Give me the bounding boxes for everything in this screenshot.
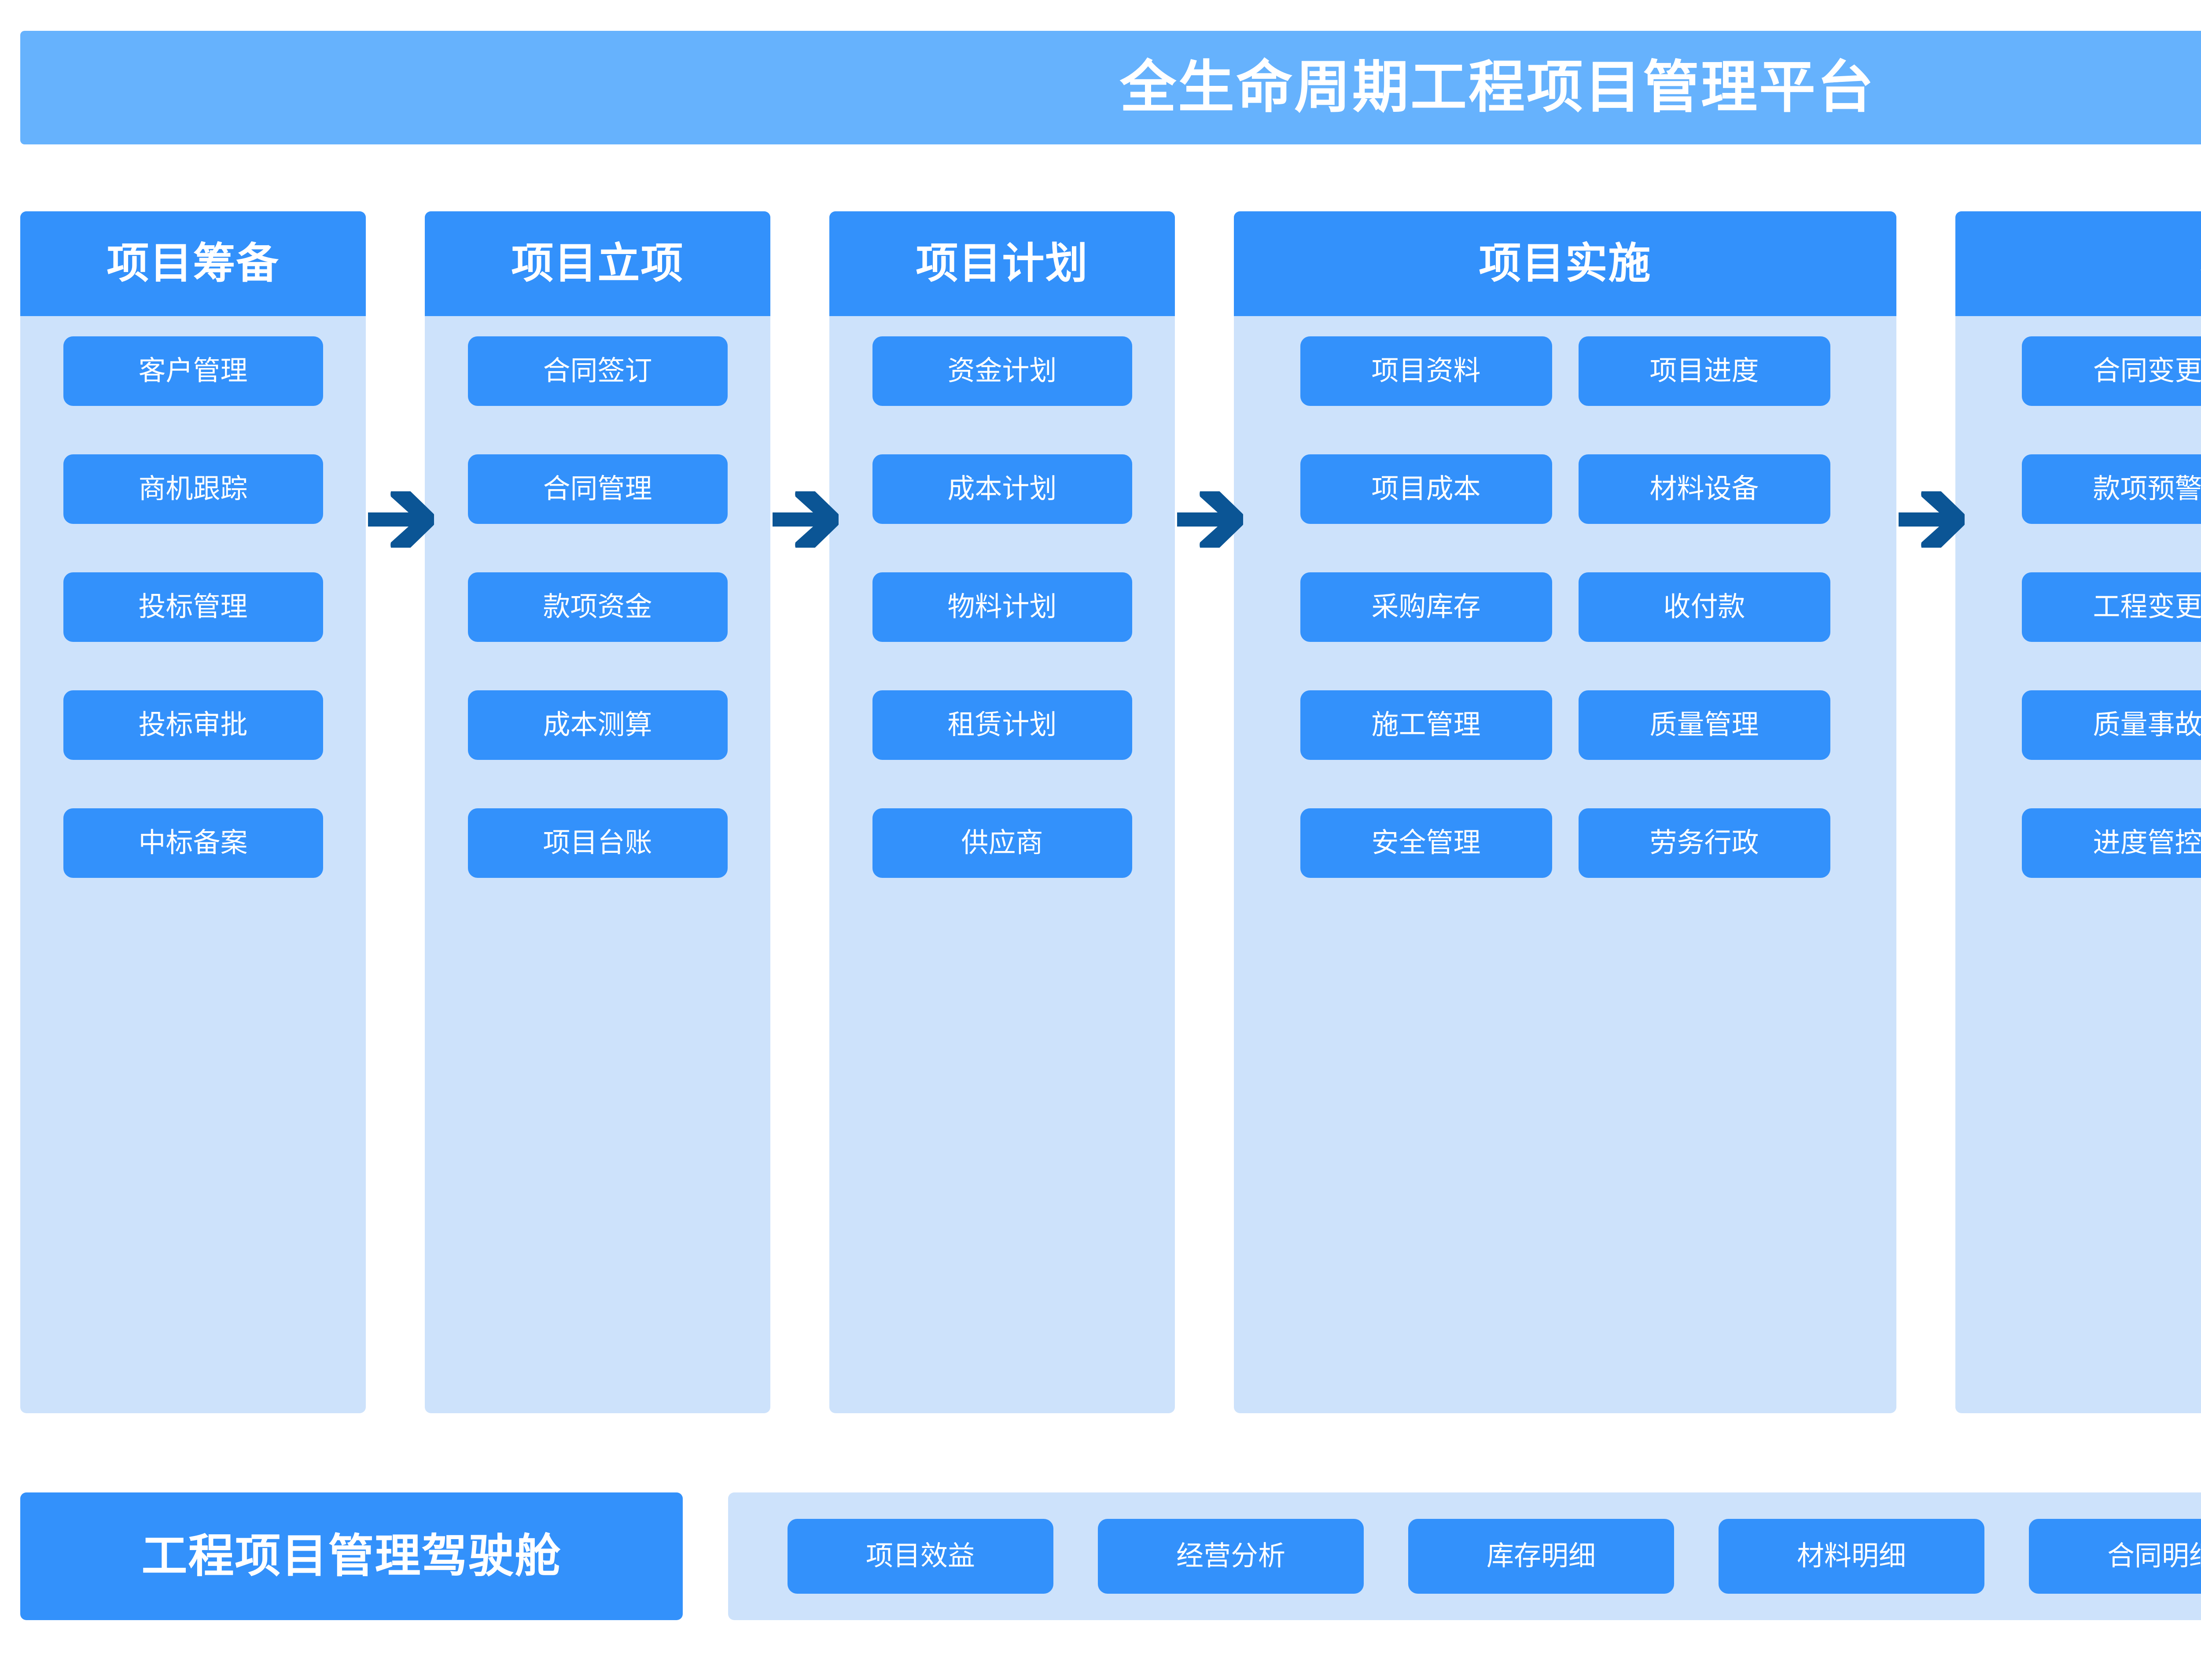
module-pill[interactable]: 投标审批	[63, 690, 323, 760]
phase-header-2: 项目立项	[425, 211, 770, 316]
phase-column-2[interactable]: 项目立项合同签订合同管理款项资金成本测算项目台账	[425, 211, 770, 1413]
cockpit-label-text: 工程项目管理驾驶舱	[141, 1531, 562, 1582]
phase-body-5: 合同变更款项预警工程变更质量事故进度管控库存预警款项提醒安全事故监管溯源安防监控	[1955, 316, 2201, 1413]
module-pill[interactable]: 材料设备	[1578, 454, 1830, 524]
arrow-right-icon	[1177, 491, 1243, 548]
phase-title: 项目立项	[511, 240, 684, 287]
module-pill[interactable]: 合同变更	[2021, 336, 2201, 406]
phase-column-5[interactable]: 项目风控合同变更款项预警工程变更质量事故进度管控库存预警款项提醒安全事故监管溯源…	[1955, 211, 2201, 1413]
module-pill[interactable]: 租赁计划	[872, 690, 1132, 760]
module-pill[interactable]: 投标管理	[63, 572, 323, 642]
cockpit-label-box: 工程项目管理驾驶舱	[20, 1492, 683, 1620]
module-pill[interactable]: 安全管理	[1300, 808, 1552, 878]
arrow-right-icon	[1899, 491, 1965, 548]
phase-title: 项目计划	[916, 240, 1089, 287]
module-pill[interactable]: 质量管理	[1578, 690, 1830, 760]
phase-subcolumn: 合同变更款项预警工程变更质量事故进度管控	[2021, 336, 2201, 1413]
cockpit-item[interactable]: 项目效益	[788, 1519, 1053, 1594]
arrow-right-icon	[368, 491, 434, 548]
module-pill[interactable]: 中标备案	[63, 808, 323, 878]
phase-header-3: 项目计划	[829, 211, 1175, 316]
phase-column-3[interactable]: 项目计划资金计划成本计划物料计划租赁计划供应商	[829, 211, 1175, 1413]
phase-header-4: 项目实施	[1234, 211, 1896, 316]
phase-subcolumn: 合同签订合同管理款项资金成本测算项目台账	[467, 336, 728, 1413]
module-pill[interactable]: 施工管理	[1300, 690, 1552, 760]
arrow-right-icon	[773, 491, 839, 548]
module-pill[interactable]: 劳务行政	[1578, 808, 1830, 878]
phase-header-5: 项目风控	[1955, 211, 2201, 316]
module-pill[interactable]: 项目台账	[467, 808, 728, 878]
phase-column-4[interactable]: 项目实施项目资料项目成本采购库存施工管理安全管理项目进度材料设备收付款质量管理劳…	[1234, 211, 1896, 1413]
module-pill[interactable]: 质量事故	[2021, 690, 2201, 760]
module-pill[interactable]: 合同签订	[467, 336, 728, 406]
module-pill[interactable]: 商机跟踪	[63, 454, 323, 524]
module-pill[interactable]: 项目成本	[1300, 454, 1552, 524]
module-pill[interactable]: 资金计划	[872, 336, 1132, 406]
module-pill[interactable]: 收付款	[1578, 572, 1830, 642]
phase-subcolumn: 项目进度材料设备收付款质量管理劳务行政	[1578, 336, 1830, 1413]
cockpit-items-panel: 项目效益经营分析库存明细材料明细合同明细成本明细进度明细	[728, 1492, 2201, 1620]
phase-subcolumn: 资金计划成本计划物料计划租赁计划供应商	[872, 336, 1132, 1413]
phase-body-2: 合同签订合同管理款项资金成本测算项目台账	[425, 316, 770, 1413]
phase-body-1: 客户管理商机跟踪投标管理投标审批中标备案	[20, 316, 366, 1413]
cockpit-bar: 工程项目管理驾驶舱 项目效益经营分析库存明细材料明细合同明细成本明细进度明细	[20, 1492, 2201, 1620]
module-pill[interactable]: 成本测算	[467, 690, 728, 760]
module-pill[interactable]: 供应商	[872, 808, 1132, 878]
cockpit-item[interactable]: 经营分析	[1098, 1519, 1364, 1594]
module-pill[interactable]: 项目进度	[1578, 336, 1830, 406]
phase-title: 项目实施	[1479, 240, 1652, 287]
page-title: 全生命周期工程项目管理平台	[1119, 56, 1875, 119]
phase-title: 项目筹备	[107, 240, 280, 287]
phase-column-1[interactable]: 项目筹备客户管理商机跟踪投标管理投标审批中标备案	[20, 211, 366, 1413]
cockpit-item[interactable]: 合同明细	[2029, 1519, 2201, 1594]
module-pill[interactable]: 项目资料	[1300, 336, 1552, 406]
module-pill[interactable]: 合同管理	[467, 454, 728, 524]
phase-body-4: 项目资料项目成本采购库存施工管理安全管理项目进度材料设备收付款质量管理劳务行政	[1234, 316, 1896, 1413]
cockpit-item[interactable]: 库存明细	[1408, 1519, 1674, 1594]
module-pill[interactable]: 款项预警	[2021, 454, 2201, 524]
module-pill[interactable]: 进度管控	[2021, 808, 2201, 878]
module-pill[interactable]: 客户管理	[63, 336, 323, 406]
phase-header-1: 项目筹备	[20, 211, 366, 316]
module-pill[interactable]: 成本计划	[872, 454, 1132, 524]
phase-body-3: 资金计划成本计划物料计划租赁计划供应商	[829, 316, 1175, 1413]
phase-subcolumn: 项目资料项目成本采购库存施工管理安全管理	[1300, 336, 1552, 1413]
module-pill[interactable]: 采购库存	[1300, 572, 1552, 642]
module-pill[interactable]: 款项资金	[467, 572, 728, 642]
module-pill[interactable]: 物料计划	[872, 572, 1132, 642]
phase-columns-container: 项目筹备客户管理商机跟踪投标管理投标审批中标备案项目立项合同签订合同管理款项资金…	[20, 211, 2201, 1413]
phase-subcolumn: 客户管理商机跟踪投标管理投标审批中标备案	[63, 336, 323, 1413]
platform-title-banner: 全生命周期工程项目管理平台	[20, 31, 2201, 144]
module-pill[interactable]: 工程变更	[2021, 572, 2201, 642]
cockpit-item[interactable]: 材料明细	[1719, 1519, 1984, 1594]
